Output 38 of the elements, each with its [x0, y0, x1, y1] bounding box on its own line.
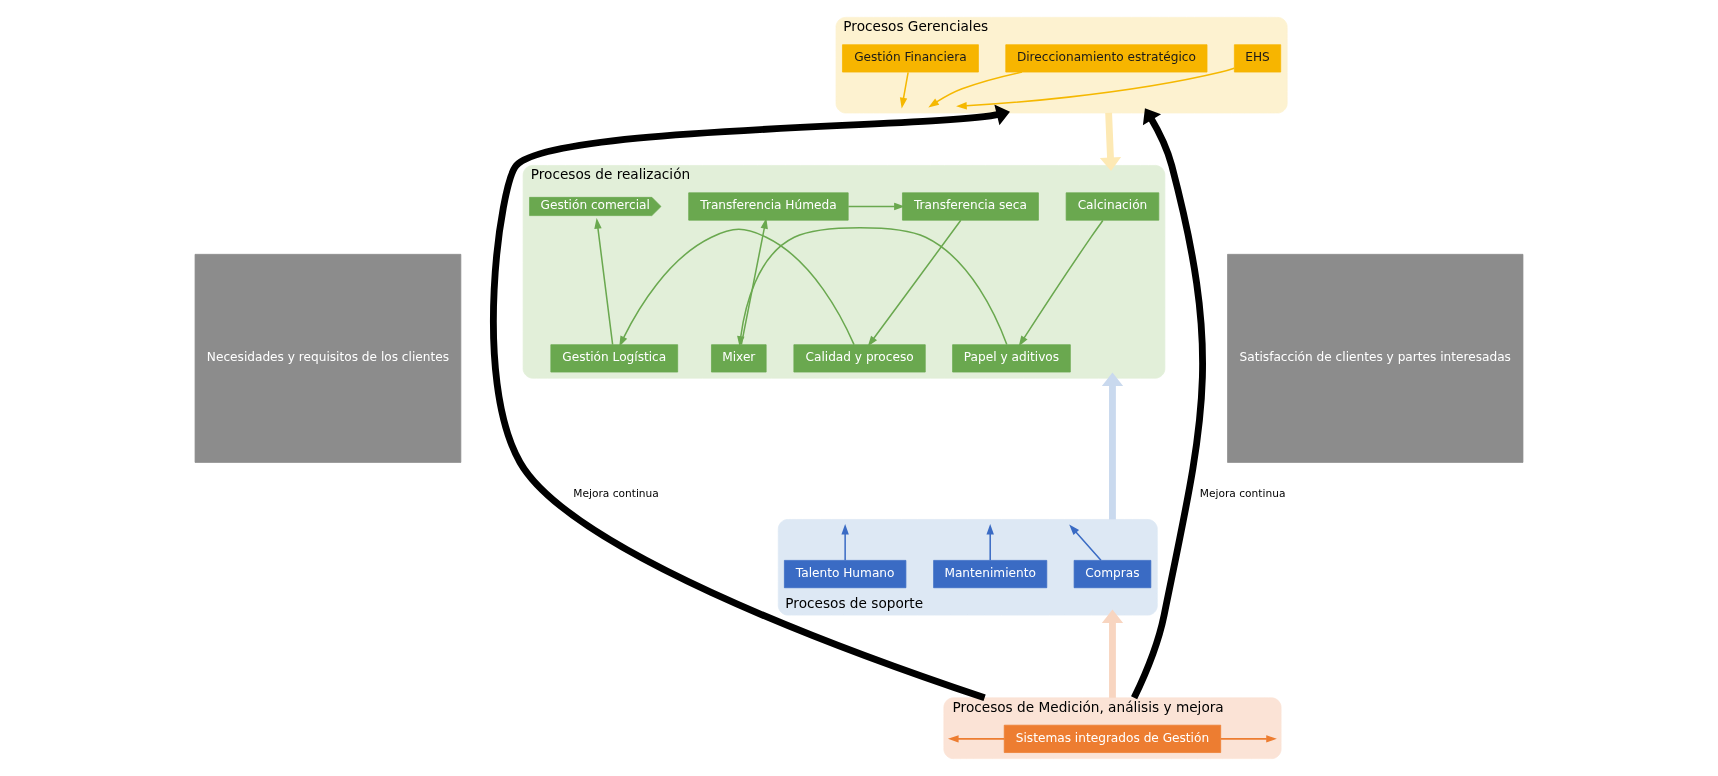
node-box: Compras: [1073, 560, 1152, 589]
node-box: Transferencia Húmeda: [688, 192, 849, 221]
arrow: [841, 523, 849, 562]
node-box: Calidad y proceso: [793, 344, 926, 373]
arrow: [619, 228, 855, 347]
arrow: [1099, 112, 1122, 171]
arrow: [956, 67, 1235, 110]
arrow: [899, 71, 909, 109]
arrow: [928, 71, 1023, 108]
node-box: Gestión Logística: [550, 344, 679, 373]
node-box: Papel y aditivos: [952, 344, 1071, 373]
node-box: Calcinación: [1065, 192, 1160, 221]
node-box: Direccionamiento estratégico: [1005, 44, 1208, 73]
node-box: Talento Humano: [784, 560, 907, 589]
arrow: [1131, 108, 1206, 700]
arrow: [740, 218, 768, 346]
node-box: Transferencia seca: [902, 192, 1039, 221]
arrow: [1069, 524, 1102, 562]
arrow: [490, 104, 1010, 702]
arrow: [594, 218, 614, 346]
node-box: Sistemas integrados de Gestión: [1003, 724, 1222, 753]
edge-label: Mejora continua: [1199, 487, 1286, 501]
arrow: [1219, 735, 1277, 743]
node-box: EHS: [1234, 44, 1282, 73]
arrow: [867, 219, 962, 347]
node-box: Necesidades y requisitos de los clientes: [194, 253, 462, 463]
arrow: [1101, 372, 1124, 520]
edge-label: Mejora continua: [573, 487, 659, 501]
arrow: [1018, 219, 1104, 347]
node-box: Satisfacción de clientes y partes interesadas: [1227, 253, 1524, 463]
arrow: [947, 735, 1005, 743]
node-box: Gestión Financiera: [842, 44, 979, 73]
node-box: Mixer: [711, 344, 767, 373]
arrow: [1101, 609, 1124, 698]
arrow: [847, 202, 905, 211]
node-box: Mantenimiento: [933, 560, 1048, 589]
arrow: [986, 523, 994, 562]
arrow: [737, 227, 1008, 347]
